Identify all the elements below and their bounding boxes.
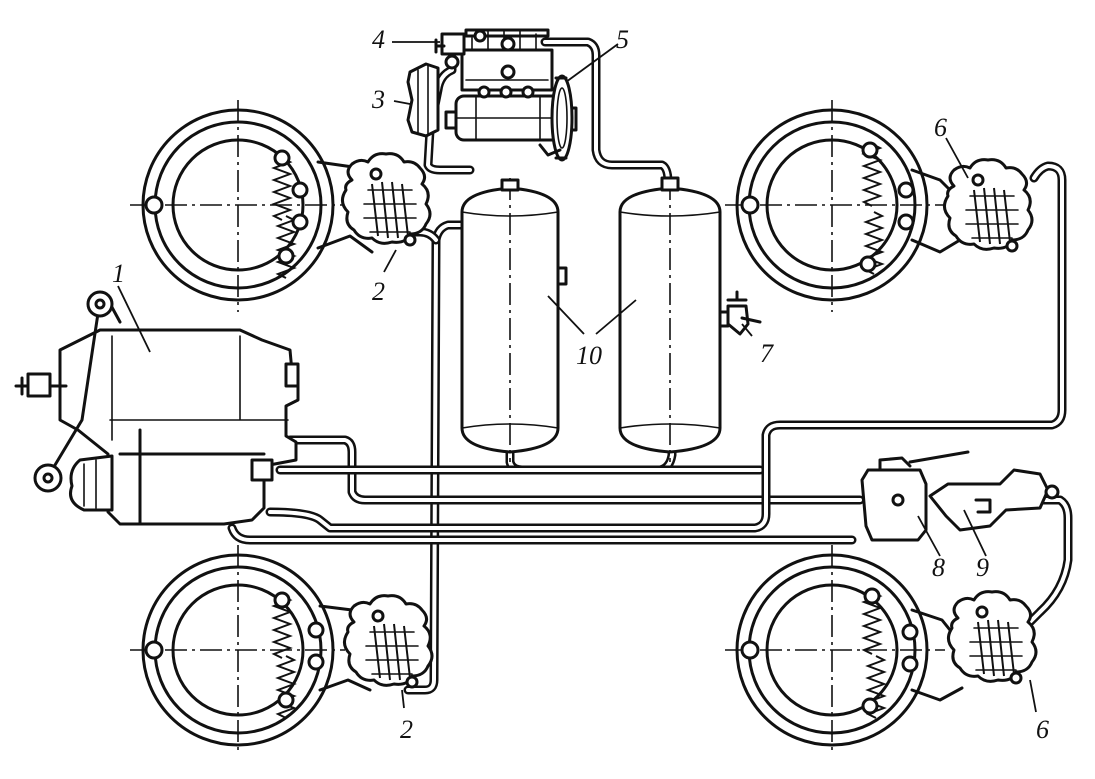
compressor (444, 28, 578, 162)
label-3: 3 (371, 85, 385, 114)
air-filter (406, 62, 440, 138)
air-tank-right (618, 176, 730, 462)
part-labels: 1 2 2 3 4 5 6 6 7 8 9 10 (112, 25, 1049, 744)
wheel-brake-front-left (130, 100, 432, 312)
label-4: 4 (372, 25, 385, 54)
leader-lines (117, 41, 1037, 713)
label-10: 10 (576, 341, 602, 370)
trailer-connector (928, 468, 1060, 532)
label-9: 9 (976, 553, 989, 582)
pressure-governor (434, 32, 466, 70)
pipe-network (227, 37, 1073, 695)
air-tank-left (460, 178, 568, 462)
label-8: 8 (932, 553, 945, 582)
label-5: 5 (616, 25, 629, 54)
wheel-brake-rear-left (130, 545, 434, 755)
brake-valve (14, 290, 300, 526)
label-7: 7 (760, 339, 774, 368)
safety-valve (726, 290, 762, 336)
wheel-brake-rear-right (725, 545, 1038, 755)
label-2-top: 2 (372, 277, 385, 306)
label-6-top: 6 (934, 113, 947, 142)
label-1: 1 (112, 259, 125, 288)
label-6-bottom: 6 (1036, 715, 1049, 744)
label-2-bottom: 2 (400, 715, 413, 744)
wheel-brake-front-right (725, 100, 1034, 312)
